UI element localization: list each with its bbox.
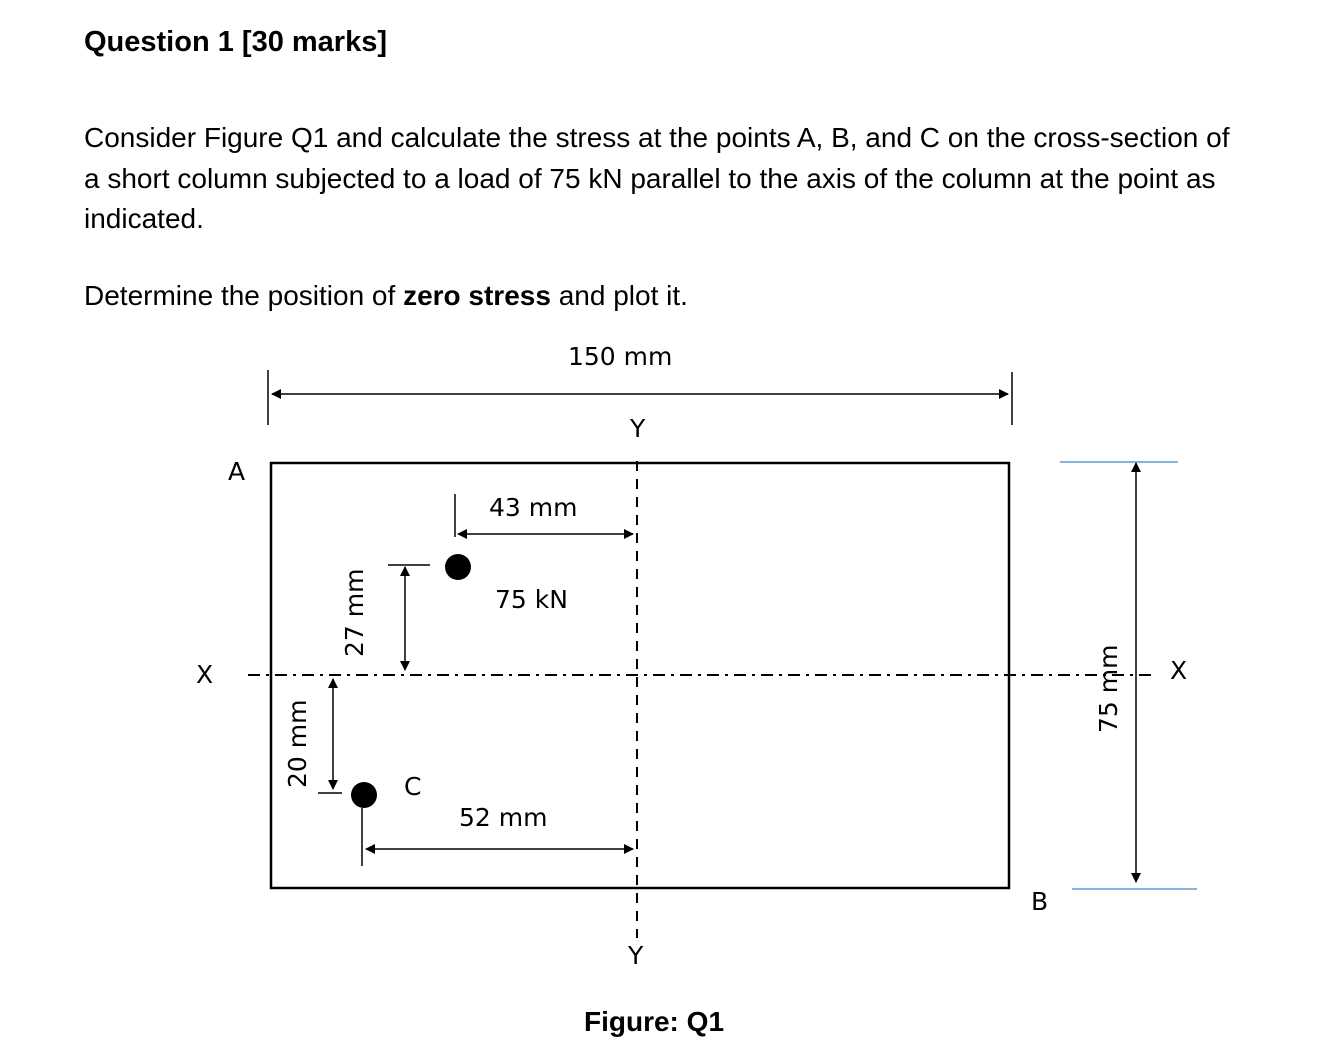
point-b-label: B [1031, 887, 1048, 916]
point-a-label: A [228, 457, 245, 486]
point-c-marker [351, 782, 377, 808]
load-point-marker [445, 554, 471, 580]
task-bold: zero stress [403, 280, 551, 311]
task-prefix: Determine the position of [84, 280, 404, 311]
y-axis-label-bottom: Y [627, 941, 644, 970]
y-axis-label-top: Y [629, 414, 646, 443]
task-suffix: and plot it. [550, 280, 688, 311]
question-paragraph: Consider Figure Q1 and calculate the str… [84, 122, 1230, 234]
point-c-label: C [404, 772, 421, 801]
width-label: 150 mm [568, 342, 672, 371]
figure-caption: Figure: Q1 [584, 1006, 725, 1037]
task-statement: Determine the position of zero stress an… [84, 280, 688, 312]
dim-27-label: 27 mm [340, 569, 369, 657]
load-label: 75 kN [495, 585, 568, 614]
dim-52-label: 52 mm [459, 803, 547, 832]
dim-20-label: 20 mm [283, 700, 312, 788]
question-title: Question 1 [30 marks] [84, 26, 387, 58]
height-label: 75 mm [1094, 645, 1123, 733]
dim-43-label: 43 mm [489, 493, 577, 522]
x-axis-label-right: X [1170, 656, 1187, 685]
x-axis-label-left: X [196, 660, 213, 689]
